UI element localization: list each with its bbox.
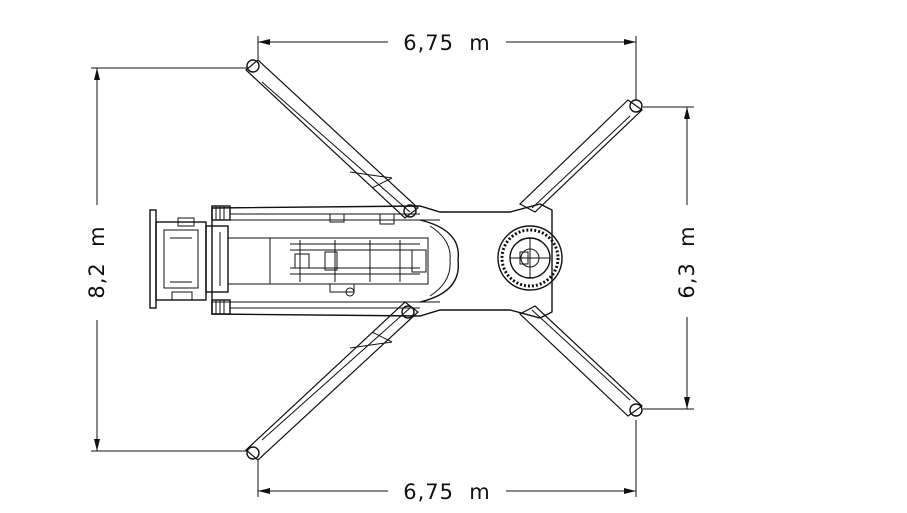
right-length-dimension: 6,3 m — [643, 106, 699, 410]
left-length-label: 8,2 m — [85, 225, 109, 298]
bottom-width-dimension: 6,75 m — [257, 420, 637, 504]
dimension-lines: 6,75 m 6,75 m 8,2 m — [85, 30, 699, 504]
top-width-dimension: 6,75 m — [257, 30, 637, 100]
right-length-label: 6,3 m — [675, 225, 699, 298]
outrigger-bottom-right — [518, 305, 643, 417]
slewing-ring — [497, 225, 563, 291]
top-width-label: 6,75 m — [403, 31, 491, 55]
outrigger-arms — [245, 59, 643, 461]
outrigger-bottom-left — [245, 301, 419, 461]
outrigger-top-right — [518, 99, 643, 213]
crane-body — [149, 203, 553, 319]
outrigger-top-left — [245, 59, 419, 219]
bottom-width-label: 6,75 m — [403, 480, 491, 504]
left-length-dimension: 8,2 m — [85, 67, 248, 452]
